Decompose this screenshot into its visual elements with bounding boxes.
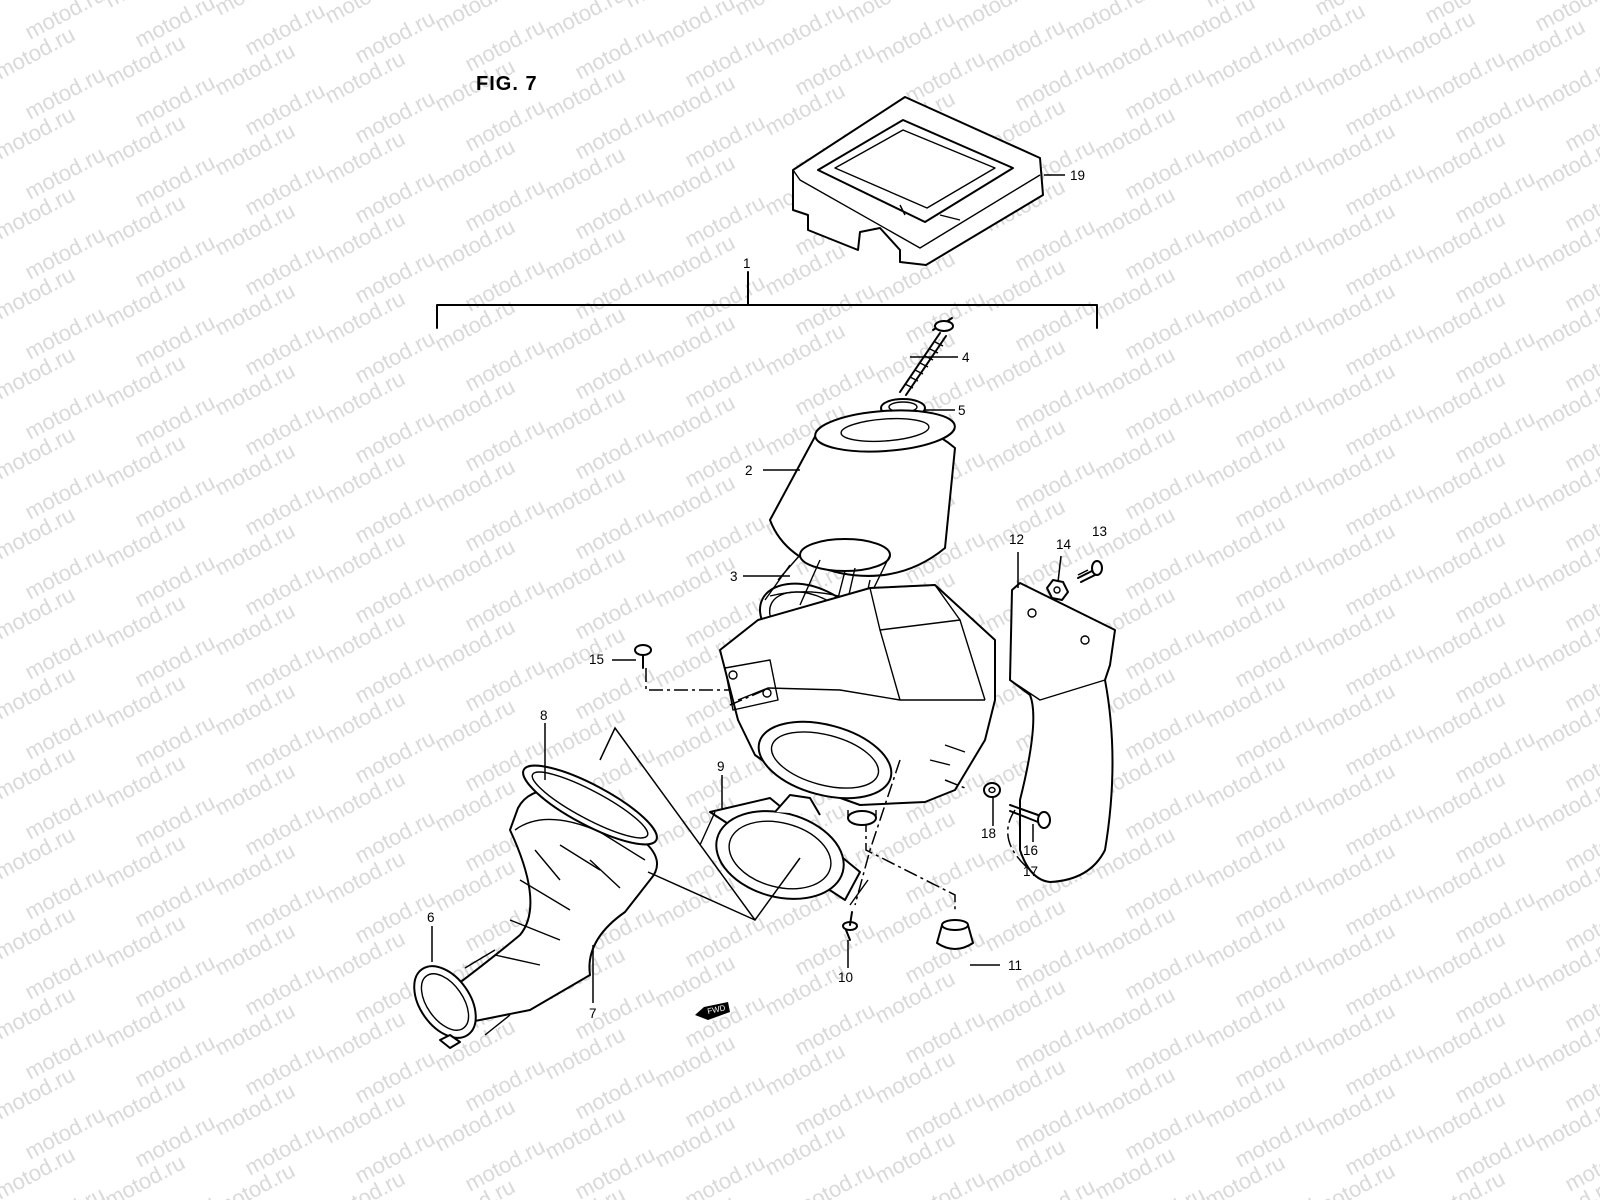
assembly-bracket xyxy=(436,271,1098,329)
callout-6: 6 xyxy=(427,910,435,925)
callout-15: 15 xyxy=(589,652,604,667)
callout-13: 13 xyxy=(1092,524,1107,539)
part-8-seal-ring xyxy=(522,764,658,846)
callout-17: 17 xyxy=(1023,864,1038,879)
watermark-text: motod.ru xyxy=(1091,22,1179,85)
callout-16: 16 xyxy=(1023,843,1038,858)
drain-nubs xyxy=(847,810,877,826)
watermark-text: motod.ru xyxy=(981,14,1069,77)
callout-12: 12 xyxy=(1009,532,1024,547)
leader-lines xyxy=(431,174,1089,1003)
callout-labels: 1 19 4 5 2 3 15 12 14 13 18 16 17 8 9 10… xyxy=(427,168,1107,1021)
callout-14: 14 xyxy=(1056,537,1072,552)
watermark-text: motod.ru xyxy=(761,0,849,60)
fwd-label: FWD xyxy=(707,1003,727,1016)
fwd-arrow-icon: FWD xyxy=(695,1002,730,1020)
watermark-text: motod.ru xyxy=(791,1158,879,1200)
callout-9: 9 xyxy=(717,759,725,774)
callout-1: 1 xyxy=(743,256,751,271)
figure-title: FIG. 7 xyxy=(476,73,538,95)
callout-7: 7 xyxy=(589,1006,597,1021)
part-6-hose-clamp xyxy=(413,949,511,1049)
watermark-text: motod.ru xyxy=(871,6,959,69)
part-10-screw xyxy=(842,911,858,941)
part-15-screw xyxy=(634,644,766,706)
part-12-side-plate xyxy=(1009,582,1116,883)
watermark-text: motod.ru xyxy=(1421,46,1509,109)
part-4-wing-bolt xyxy=(899,317,954,396)
part-9-flange xyxy=(699,794,869,906)
part-18-washer xyxy=(983,782,1001,798)
watermark-text: motod.ru xyxy=(1531,54,1600,117)
callout-19: 19 xyxy=(1070,168,1085,183)
watermark-text: motod.ru xyxy=(651,0,739,52)
watermark-text: motod.ru xyxy=(1201,30,1289,93)
callout-11: 11 xyxy=(1008,958,1022,973)
callout-10: 10 xyxy=(838,970,853,985)
callout-8: 8 xyxy=(540,708,548,723)
callout-3: 3 xyxy=(730,569,738,584)
watermark-text: motod.ru xyxy=(1311,38,1399,101)
watermark-text: motod.ru xyxy=(1171,0,1259,52)
part-16-bolt xyxy=(1009,804,1051,829)
part-11-drain-cap xyxy=(936,919,974,950)
air-box-body xyxy=(719,584,996,806)
part-14-nut xyxy=(1046,579,1069,601)
part-13-bolt xyxy=(1077,560,1103,583)
callout-4: 4 xyxy=(962,350,970,365)
callout-18: 18 xyxy=(981,826,996,841)
part-2-filter-element xyxy=(769,409,956,577)
assembly-guide-lines xyxy=(599,726,801,922)
part-19-cover xyxy=(792,96,1044,266)
callout-2: 2 xyxy=(745,463,753,478)
callout-5: 5 xyxy=(958,403,966,418)
dashed-guide-lines xyxy=(854,759,1031,912)
